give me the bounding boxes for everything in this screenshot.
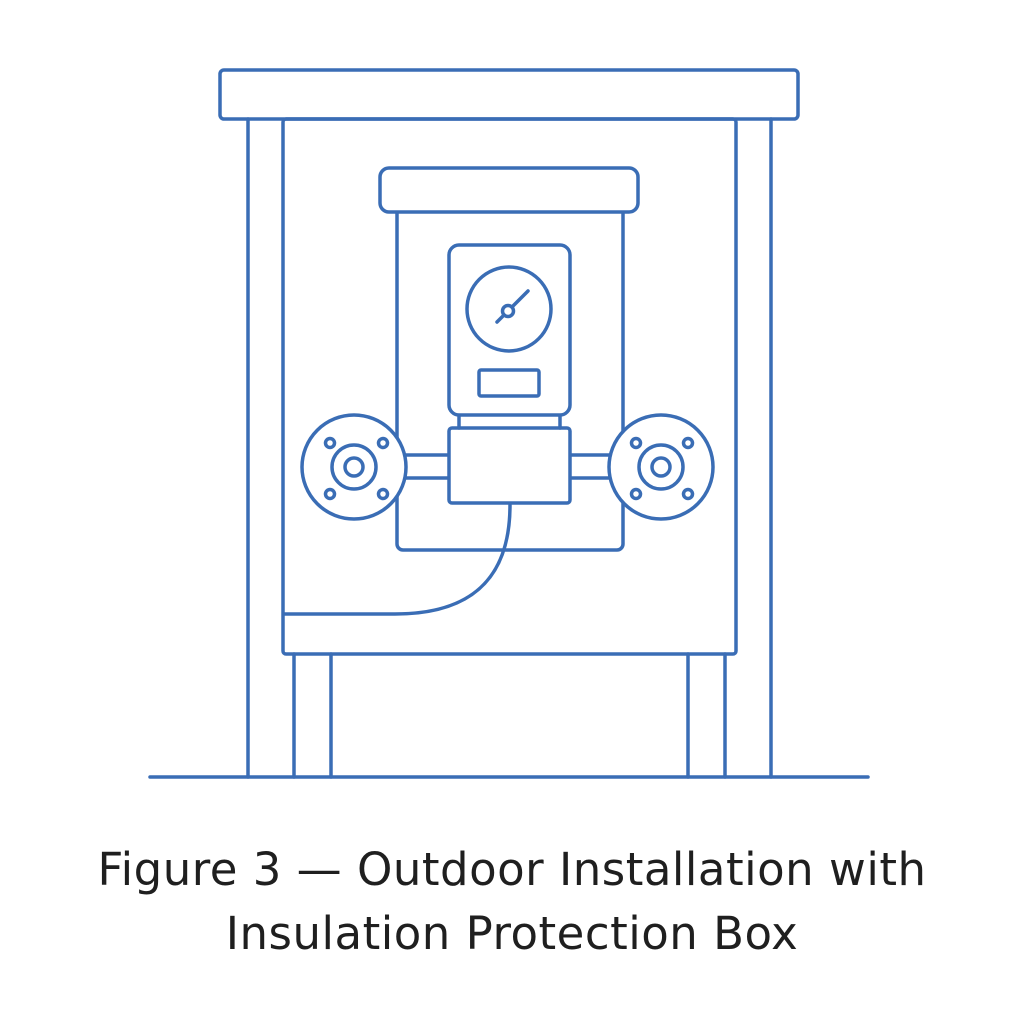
canopy-roof <box>218 68 800 121</box>
canopy-posts <box>246 117 773 779</box>
flow-sensor-body <box>447 426 572 505</box>
pipe-right <box>568 453 614 480</box>
inner-housing-cap <box>378 166 640 214</box>
pipe-left <box>402 453 451 480</box>
box-legs <box>292 652 727 779</box>
meter-head <box>447 243 572 417</box>
pressure-gauge-icon <box>465 265 553 353</box>
caption-line-1: Figure 3 — Outdoor Installation with <box>97 843 927 896</box>
pipe-flange-icon <box>607 413 715 521</box>
figure-caption: Figure 3 — Outdoor Installation with Ins… <box>0 838 1024 966</box>
pipe-flange-icon <box>300 413 408 521</box>
insulation-protection-box <box>281 117 738 656</box>
installation-diagram <box>148 68 870 779</box>
caption-line-2: Insulation Protection Box <box>225 907 799 960</box>
meter-display-window <box>477 368 541 398</box>
signal-cable <box>282 503 512 616</box>
